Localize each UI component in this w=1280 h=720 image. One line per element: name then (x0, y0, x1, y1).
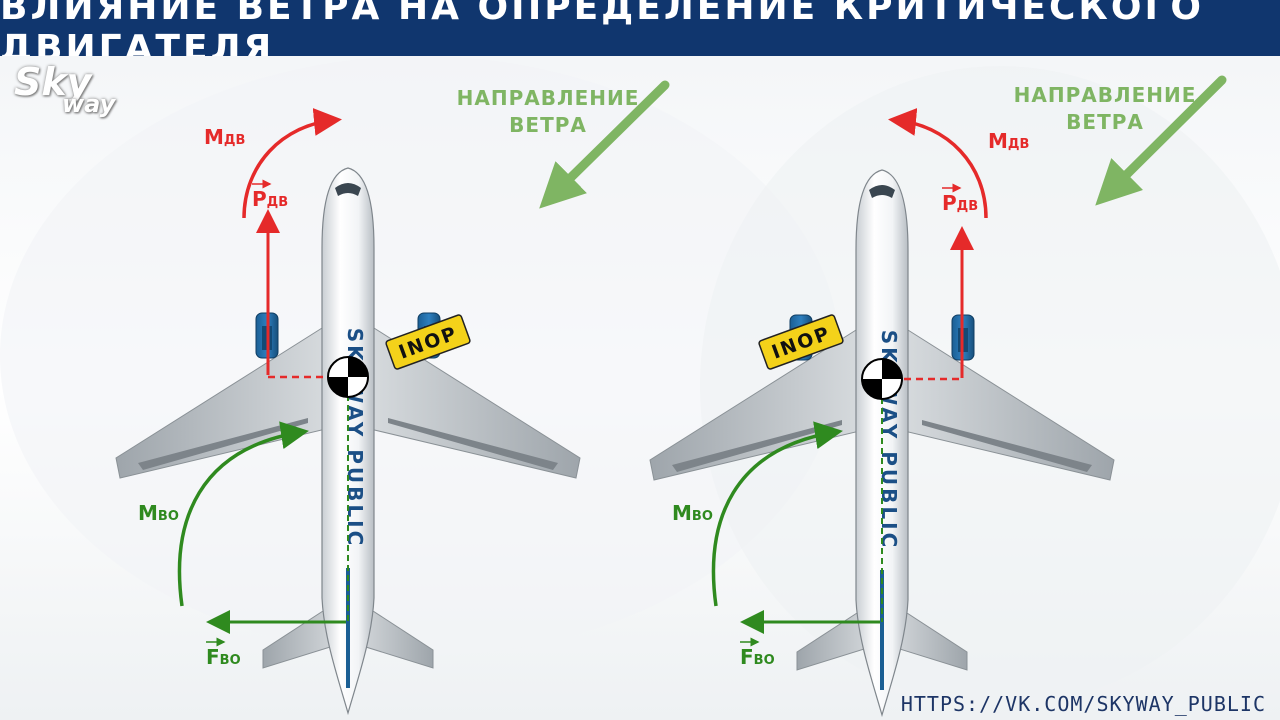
weathervane-force-left (206, 395, 349, 634)
m-weathervane-label-right: MВО (672, 501, 713, 525)
wind-label-right-line1: НАПРАВЛЕНИЕ (1014, 83, 1197, 107)
source-url: HTTPS://VK.COM/SKYWAY_PUBLIC (900, 692, 1266, 716)
wind-label-left-line2: ВЕТРА (509, 113, 587, 137)
f-weathervane-label-right: FВО (740, 645, 775, 669)
p-engine-label-left: PДВ (252, 187, 288, 211)
weathervane-moment-arc-right (711, 421, 843, 607)
wind-label-left-line1: НАПРАВЛЕНИЕ (457, 86, 640, 110)
skyway-logo: Sky way (14, 62, 115, 118)
weathervane-force-right (740, 398, 883, 634)
wind-arrow-right (1095, 75, 1227, 206)
page-title: ВЛИЯНИЕ ВЕТРА НА ОПРЕДЕЛЕНИЕ КРИТИЧЕСКОГ… (0, 0, 1205, 69)
m-weathervane-label-left: MВО (138, 501, 179, 525)
wind-label-right-line2: ВЕТРА (1066, 110, 1144, 134)
diagram-left: НАПРАВЛЕНИЕ ВЕТРА SKYWAY PUBLIC MДВ PДВ … (115, 80, 670, 714)
p-engine-label-right: PДВ (942, 191, 978, 215)
title-banner: ВЛИЯНИЕ ВЕТРА НА ОПРЕДЕЛЕНИЕ КРИТИЧЕСКОГ… (0, 0, 1280, 69)
logo-text-way: way (62, 90, 116, 118)
engine-thrust-left (256, 209, 330, 379)
m-engine-label-right: MДВ (988, 129, 1029, 153)
engine-moment-arc-left (242, 108, 342, 219)
center-of-gravity-left (327, 356, 369, 398)
diagram-right: НАПРАВЛЕНИЕ ВЕТРА SKYWAY PUBLIC MДВ PДВ … (649, 75, 1227, 716)
logo-text-sky: Sky (14, 60, 92, 104)
f-weathervane-label-left: FВО (206, 645, 241, 669)
m-engine-label-left: MДВ (204, 125, 245, 149)
engine-moment-arc-right (888, 108, 988, 219)
engine-thrust-right (904, 226, 974, 381)
center-of-gravity-right (861, 358, 903, 400)
wind-arrow-left (539, 80, 670, 209)
weathervane-moment-arc-left (177, 421, 309, 607)
